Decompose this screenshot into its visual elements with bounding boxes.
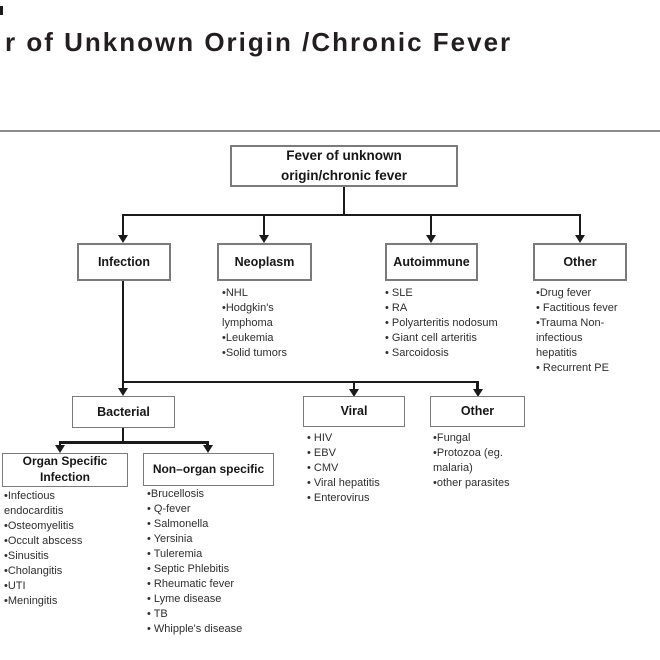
node-other-top: Other xyxy=(533,243,627,281)
bullet-line: •Trauma Non- xyxy=(536,317,605,329)
bullet-line: • Q-fever xyxy=(147,503,191,515)
bullet-line: •Osteomyelitis xyxy=(4,520,74,532)
bullet-line: • CMV xyxy=(307,462,339,474)
viral-bullet-list: • HIV • EBV • CMV • Viral hepatitis • Entero… xyxy=(307,431,380,506)
node-other-top-label: Other xyxy=(563,254,597,269)
bullet-line: •Drug fever xyxy=(536,287,592,299)
bullet-line: • Salmonella xyxy=(147,518,209,530)
bullet-line: infectious xyxy=(536,332,583,344)
node-infection-label: Infection xyxy=(97,254,151,269)
connector-level1-rail xyxy=(122,213,581,216)
connector-root-stem xyxy=(342,187,345,215)
connector-drop-other xyxy=(578,213,582,236)
bullet-line: •Occult abscess xyxy=(4,535,83,547)
organ-specific-bullet-list: •Infectious endocarditis •Osteomyelitis •Oc… xyxy=(4,489,82,609)
node-other-infection: Other xyxy=(430,396,525,427)
node-root-line2: origin/chronic fever xyxy=(280,168,408,183)
bullet-line: •Fungal xyxy=(433,432,471,444)
node-bacterial: Bacterial xyxy=(72,396,175,428)
non-organ-specific-bullet-list: •Brucellosis • Q-fever • Salmonella • Yersi… xyxy=(147,487,242,637)
bullet-line: hepatitis xyxy=(536,347,577,359)
bullet-line: • Sarcoidosis xyxy=(385,347,449,359)
bullet-line: • EBV xyxy=(307,447,336,459)
bullet-line: •Cholangitis xyxy=(4,565,63,577)
node-viral: Viral xyxy=(303,396,405,427)
node-infection: Infection xyxy=(77,243,171,281)
bullet-line: • TB xyxy=(147,608,168,620)
title-divider-line xyxy=(0,130,660,132)
node-bacterial-label: Bacterial xyxy=(97,404,150,419)
arrowhead-viral xyxy=(349,389,359,397)
connector-level3-rail xyxy=(59,441,209,444)
bullet-line: • Enterovirus xyxy=(307,492,370,504)
connector-bacterial-stem xyxy=(121,428,125,443)
node-viral-label: Viral xyxy=(340,404,368,419)
bullet-line: • Rheumatic fever xyxy=(147,578,234,590)
node-non-organ-specific-label: Non–organ specific xyxy=(152,461,265,476)
arrowhead-neoplasm xyxy=(259,235,269,243)
bullet-line: • Yersinia xyxy=(147,533,193,545)
arrowhead-autoimmune xyxy=(426,235,436,243)
arrowhead-bacterial xyxy=(118,388,128,396)
node-non-organ-specific: Non–organ specific xyxy=(143,453,274,486)
bullet-line: • RA xyxy=(385,302,408,314)
bullet-line: •NHL xyxy=(222,287,248,299)
connector-drop-viral xyxy=(352,380,356,391)
node-root-fever-of-unknown-origin: Fever of unknown origin/chronic fever xyxy=(230,145,458,187)
bullet-line: •other parasites xyxy=(433,477,510,489)
connector-drop-neoplasm xyxy=(262,213,266,236)
autoimmune-bullet-list: • SLE • RA • Polyarteritis nodosum • Giant … xyxy=(385,286,498,361)
bullet-line: •UTI xyxy=(4,580,26,592)
node-organ-specific-infection: Organ Specific Infection xyxy=(2,453,128,487)
bullet-line: •Meningitis xyxy=(4,595,58,607)
bullet-line: •Hodgkin's xyxy=(222,302,274,314)
arrowhead-other2 xyxy=(472,389,483,397)
bullet-line: •Protozoa (eg. xyxy=(433,447,503,459)
bullet-line: •Solid tumors xyxy=(222,347,287,359)
node-autoimmune-label: Autoimmune xyxy=(393,254,470,269)
bullet-line: endocarditis xyxy=(4,505,64,517)
bullet-line: • Tuleremia xyxy=(147,548,203,560)
page-title: r of Unknown Origin /Chronic Fever xyxy=(5,27,513,57)
connector-drop-infection xyxy=(121,213,125,236)
node-other-infection-label: Other xyxy=(460,404,495,419)
node-neoplasm-label: Neoplasm xyxy=(234,254,295,269)
connector-drop-autoimmune xyxy=(429,213,433,236)
arrowhead-other xyxy=(575,235,585,243)
bullet-line: • Whipple's disease xyxy=(147,623,243,635)
arrowhead-organ-specific xyxy=(55,445,65,453)
arrowhead-non-organ xyxy=(202,445,213,453)
bullet-line: •Sinusitis xyxy=(4,550,49,562)
bullet-line: •Brucellosis xyxy=(147,488,205,500)
connector-drop-other2 xyxy=(476,380,479,391)
node-organ-specific-line1: Organ Specific xyxy=(22,454,108,469)
bullet-line: • Septic Phlebitis xyxy=(147,563,230,575)
bullet-line: • Polyarteritis nodosum xyxy=(385,317,498,329)
connector-drop-non-organ xyxy=(206,441,209,446)
bullet-line: malaria) xyxy=(433,462,473,474)
node-neoplasm: Neoplasm xyxy=(217,243,312,281)
node-root-line1: Fever of unknown xyxy=(286,148,402,164)
clipped-edge-mark xyxy=(0,6,3,15)
bullet-line: • HIV xyxy=(307,432,333,444)
other-top-bullet-list: •Drug fever • Factitious fever •Trauma Non… xyxy=(536,286,618,376)
bullet-line: • Recurrent PE xyxy=(536,362,609,374)
bullet-line: •Infectious xyxy=(4,490,55,502)
bullet-line: • SLE xyxy=(385,287,413,299)
bullet-line: • Viral hepatitis xyxy=(307,477,380,489)
connector-level2-rail xyxy=(121,380,479,383)
node-organ-specific-line2: Infection xyxy=(40,470,90,484)
bullet-line: • Lyme disease xyxy=(147,593,222,605)
connector-drop-organ-specific xyxy=(58,441,62,446)
bullet-line: • Factitious fever xyxy=(536,302,618,314)
bullet-line: lymphoma xyxy=(222,317,273,329)
arrowhead-infection xyxy=(118,235,128,243)
bullet-line: •Leukemia xyxy=(222,332,274,344)
bullet-line: • Giant cell arteritis xyxy=(385,332,477,344)
connector-infection-stem xyxy=(121,281,125,389)
neoplasm-bullet-list: •NHL •Hodgkin's lymphoma •Leukemia •Solid tu… xyxy=(222,286,287,361)
node-autoimmune: Autoimmune xyxy=(385,243,478,281)
other-infection-bullet-list: •Fungal •Protozoa (eg. malaria) •other para… xyxy=(433,431,510,491)
